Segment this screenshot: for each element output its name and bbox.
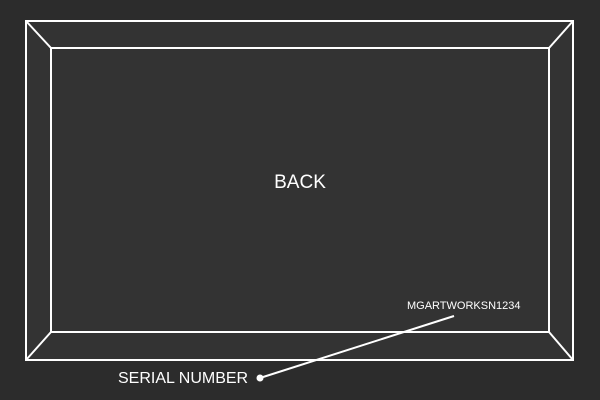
bevel-top-right [548, 20, 574, 49]
inner-panel-edge [50, 47, 550, 333]
callout-leader-line [259, 315, 455, 379]
bevel-bottom-right [548, 331, 574, 361]
panel-label: BACK [274, 172, 326, 193]
callout-dot [256, 374, 264, 382]
bevel-top-left [25, 20, 52, 49]
serial-number-value: MGARTWORKSN1234 [407, 300, 521, 312]
bevel-bottom-left [25, 331, 52, 361]
serial-number-callout-label: SERIAL NUMBER [118, 370, 249, 387]
